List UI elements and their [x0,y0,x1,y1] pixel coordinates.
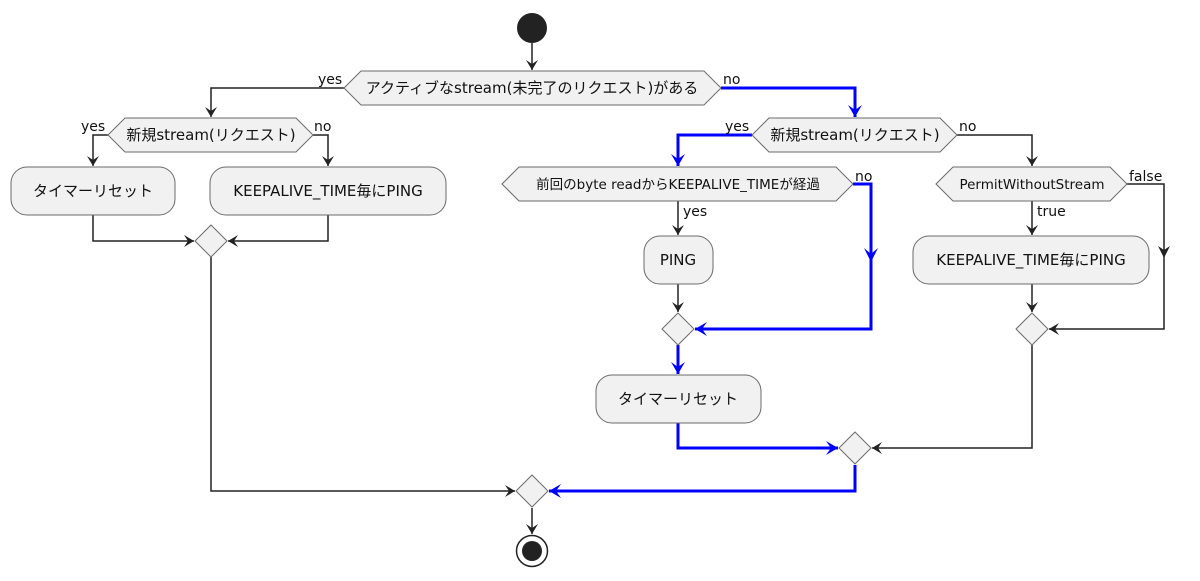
edge-elapsed-no [695,182,873,331]
arrow-head [826,441,838,455]
start-node [517,13,547,43]
action-timer-reset-mid[interactable]: タイマーリセット [595,374,762,424]
arrow-head [526,524,538,534]
arrow-head [228,235,238,247]
edge-newright-yes [676,133,752,166]
action-keepalive-ping-left[interactable]: KEEPALIVE_TIME毎にPING [209,166,447,216]
label-newleft-no: no [314,119,331,135]
arrow-head [1158,246,1170,258]
decision-keepalive-elapsed-text: 前回のbyte readからKEEPALIVE_TIMEが経過 [536,176,820,193]
label-active-no: no [723,72,740,88]
arrow-head [322,156,334,166]
arrow-head [549,484,561,498]
arrow-head [695,322,707,336]
edge-merge1-final [210,257,515,492]
decision-new-stream-left[interactable]: 新規stream(リクエスト) [107,117,314,153]
arrow-head [184,235,194,247]
edge-active-yes [210,87,344,117]
arrow-head [205,107,217,117]
edges [87,43,1170,534]
arrow-head [864,248,878,262]
decision-new-stream-left-text: 新規stream(リクエスト) [126,126,295,144]
arrow-head [848,105,862,117]
action-keepalive-ping-right[interactable]: KEEPALIVE_TIME毎にPING [912,235,1150,285]
merge-mid [661,312,695,346]
merge-right-combined [838,431,872,465]
arrow-head [872,442,882,454]
edge-newright-no [957,134,1033,166]
arrow-head [672,302,684,312]
edge-resetleft-merge [92,215,194,242]
label-newright-no: no [959,119,976,135]
action-timer-reset-mid-text: タイマーリセット [618,390,738,408]
decision-keepalive-elapsed[interactable]: 前回のbyte readからKEEPALIVE_TIMEが経過 [501,166,854,202]
edge-reset-merge4 [676,423,838,450]
label-permit-false: false [1129,169,1162,185]
merge-left [194,224,228,258]
arrow-head [1026,156,1038,166]
arrow-head [526,60,538,70]
label-newright-yes: yes [725,119,749,135]
action-ping[interactable]: PING [643,235,714,285]
label-elapsed-yes: yes [683,204,707,220]
action-ping-text: PING [660,251,696,269]
action-timer-reset-left[interactable]: タイマーリセット [10,166,176,216]
arrow-head [1026,225,1038,235]
label-permit-true: true [1037,204,1066,220]
edge-newleft-yes [92,134,108,166]
action-timer-reset-left-text: タイマーリセット [33,182,153,200]
arrow-head [671,154,685,166]
edge-newleft-no [313,134,329,166]
edge-merge3-merge4 [872,345,1033,449]
edge-pingleft-merge [228,215,329,242]
arrow-head [672,225,684,235]
action-keepalive-ping-left-text: KEEPALIVE_TIME毎にPING [233,182,422,201]
edge-merge4-final [549,465,857,493]
decision-active-stream[interactable]: アクティブなstream(未完了のリクエスト)がある [343,70,722,106]
decision-permit-without-stream[interactable]: PermitWithoutStream [935,166,1128,202]
merge-right [1015,312,1049,346]
label-newleft-yes: yes [81,119,105,135]
arrow-head [1049,323,1059,335]
decision-new-stream-right[interactable]: 新規stream(リクエスト) [751,117,958,153]
end-node [515,534,549,568]
decision-permit-without-stream-text: PermitWithoutStream [959,177,1104,193]
decision-active-stream-text: アクティブなstream(未完了のリクエスト)がある [366,79,699,97]
action-keepalive-ping-right-text: KEEPALIVE_TIME毎にPING [936,251,1125,270]
arrow-head [87,156,99,166]
arrow-head [1026,302,1038,312]
edge-active-no [721,86,857,117]
label-active-yes: yes [318,72,342,88]
label-elapsed-no: no [855,169,872,185]
arrow-head [505,485,515,497]
arrow-head [671,362,685,374]
merge-final [515,474,549,508]
decision-new-stream-right-text: 新規stream(リクエスト) [770,126,939,144]
